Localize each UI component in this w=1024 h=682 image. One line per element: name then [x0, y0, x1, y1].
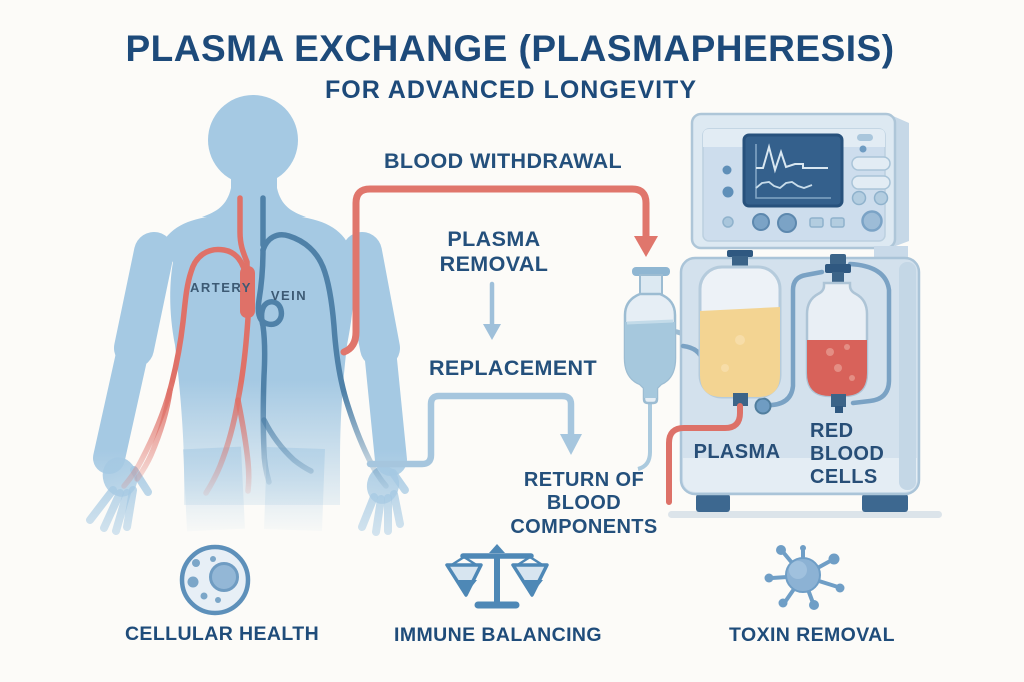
machine-foot-right [862, 494, 908, 512]
machine-shadow [668, 511, 942, 518]
body-silhouette [86, 95, 409, 537]
apheresis-machine [666, 112, 942, 518]
cellular-health-label: CELLULAR HEALTH [124, 623, 320, 645]
tube-junction [754, 397, 772, 415]
toxin-molecule-icon [764, 545, 845, 610]
return-tube [366, 392, 582, 468]
ecg-screen [742, 133, 844, 208]
plasma-removal-label: PLASMA REMOVAL [439, 227, 549, 276]
head [208, 95, 298, 185]
plasma-bag [698, 250, 782, 406]
artery-label: ARTERY [190, 280, 252, 295]
separator-fluid [625, 322, 675, 398]
page-subtitle: FOR ADVANCED LONGEVITY [324, 76, 698, 104]
rbc-bag-label: RED BLOOD CELLS [810, 420, 885, 488]
replacement-label: REPLACEMENT [428, 356, 598, 380]
return-of-blood-label: RETURN OF BLOOD COMPONENTS [510, 469, 658, 538]
monitor-knobs [722, 134, 891, 233]
blood-withdrawal-tube [340, 185, 658, 356]
page-title: PLASMA EXCHANGE (PLASMAPHERESIS) [125, 28, 895, 69]
artery-lines [121, 195, 255, 496]
plasma-drain-tube [666, 403, 743, 505]
rbc-bottle [805, 254, 869, 413]
machine-foot-left [696, 494, 730, 512]
blood-withdrawal-label: BLOOD WITHDRAWAL [383, 149, 623, 173]
immune-balancing-label: IMMUNE BALANCING [394, 624, 602, 646]
plasma-fluid [700, 307, 780, 397]
cell-icon [179, 544, 251, 616]
vein-label: VEIN [270, 288, 308, 303]
toxin-removal-label: TOXIN REMOVAL [729, 624, 895, 646]
machine-cabinet [666, 250, 921, 505]
balance-scale-icon [445, 544, 549, 609]
withdrawal-arrowhead [634, 236, 658, 257]
plasma-bag-label: PLASMA [693, 441, 781, 463]
return-arrowhead [560, 434, 582, 455]
ecg-monitor [690, 112, 909, 261]
plasma-removal-arrow [483, 281, 501, 340]
